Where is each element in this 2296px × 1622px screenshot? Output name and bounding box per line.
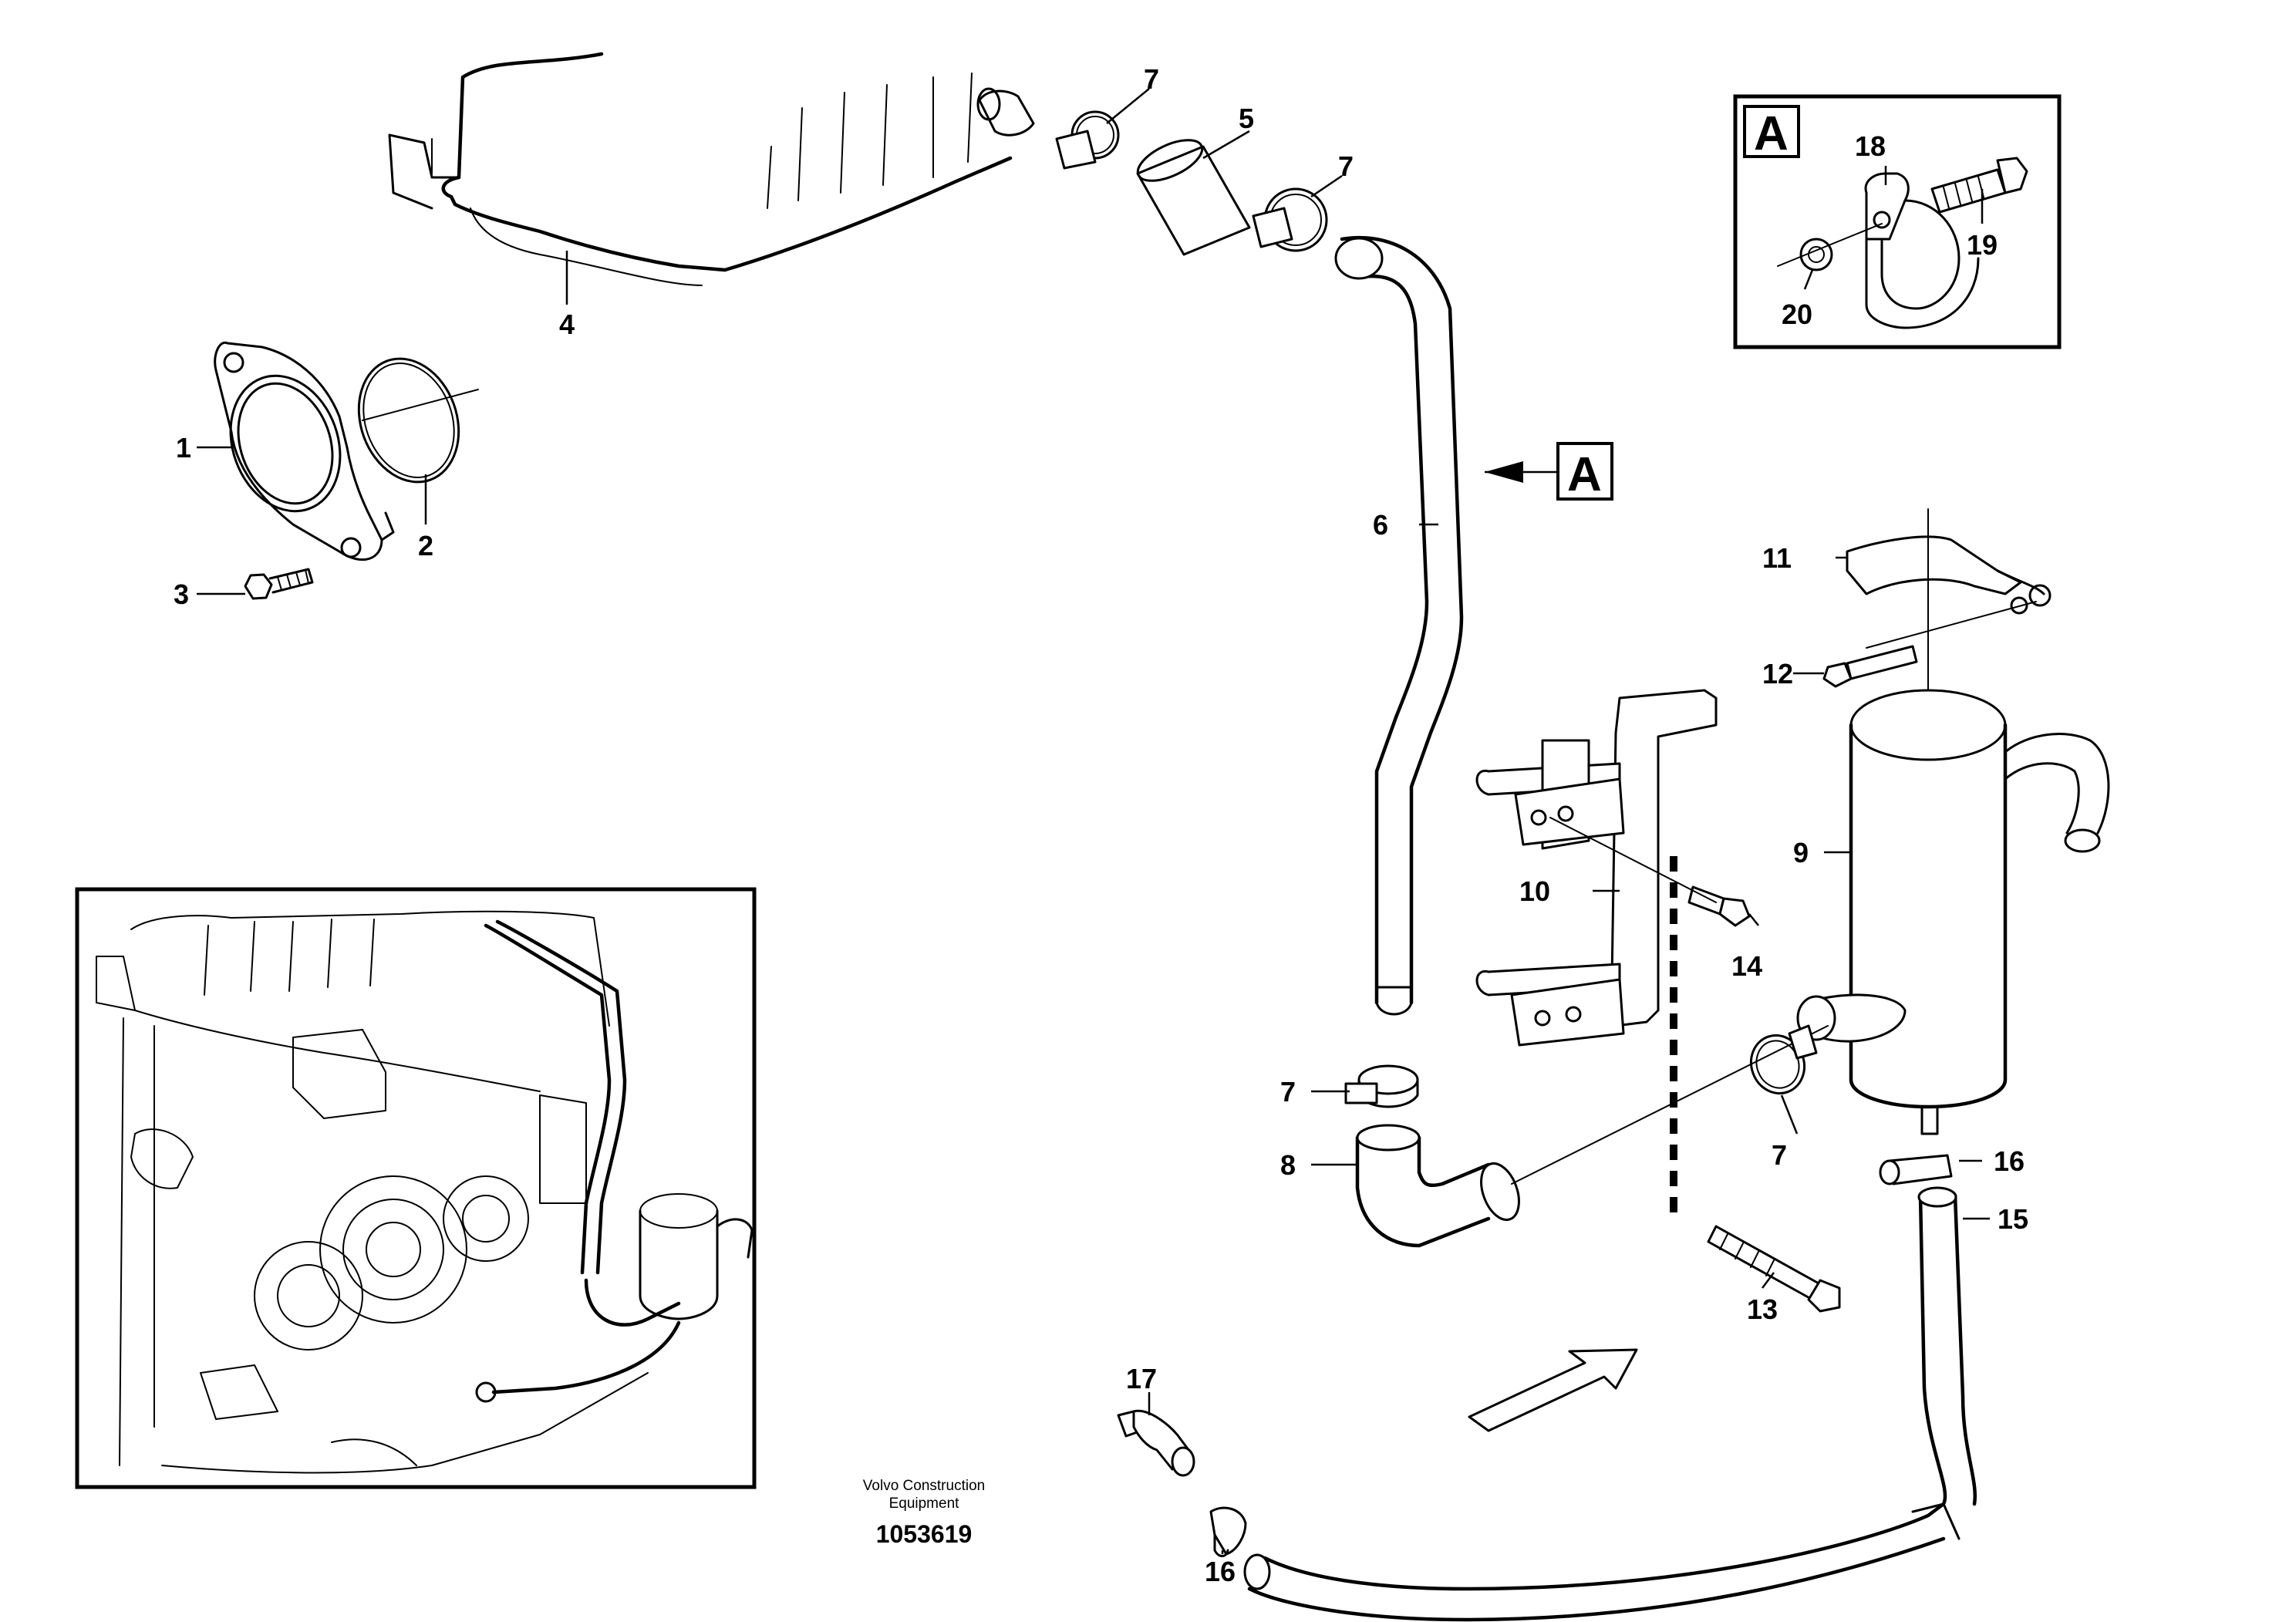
detail-view-a [1733,94,2062,349]
hose-clamp-upper-right [1252,187,1328,252]
bracket-part-10 [1475,689,1718,1219]
document-number: 1053619 [876,1520,973,1548]
bolt-part-12 [1822,601,2037,688]
flange-part-1 [214,341,395,561]
view-a-marker [1485,442,1613,501]
pipe-stub [976,87,1035,137]
callout-9: 9 [1793,837,1809,868]
bolt-part-14 [1549,817,1751,927]
caption-block: Volvo Construction Equipment 1053619 [863,1478,985,1548]
direction-arrow [1468,1348,1638,1432]
callout-16-right: 16 [1994,1145,2025,1177]
callout-15: 15 [1998,1203,2028,1235]
bolt-part-3 [244,568,314,600]
detail-view-letter: A [1754,107,1789,160]
bolt-part-19 [1930,157,2028,214]
seal-ring-part-2 [357,357,479,484]
bolt-part-13 [1707,1225,1841,1313]
callout-18: 18 [1855,130,1886,162]
strap-part-11 [1846,508,2052,710]
hose-clamp-upper-left [1055,110,1120,170]
callout-2: 2 [418,530,433,561]
callout-16-bottom: 16 [1205,1556,1236,1587]
hose-clamp-lower-right [1750,1024,1818,1095]
callout-20: 20 [1782,298,1812,330]
oil-separator-part-9 [1796,689,2110,1135]
hose-part-15 [1243,1186,1977,1622]
hose-part-6 [1334,235,1464,1016]
callout-7-top-right: 7 [1338,150,1354,182]
leader-lines [197,88,1990,1554]
connector-part-17 [1117,1409,1195,1477]
fitting-part-16-upper [1879,1154,1953,1185]
view-a-marker-letter: A [1567,448,1602,501]
callout-3: 3 [174,578,189,610]
callout-1: 1 [176,432,191,464]
callout-12: 12 [1762,658,1793,690]
callout-6: 6 [1373,509,1388,541]
valve-cover-part-4 [388,52,1013,286]
caption-line-1: Volvo Construction [863,1478,985,1494]
callout-7-lower-left: 7 [1280,1076,1296,1108]
elbow-hose-part-8 [1355,1025,1829,1248]
engine-overview-inset [75,887,757,1489]
callout-13: 13 [1747,1293,1778,1325]
callout-11: 11 [1762,542,1792,574]
callout-7-lower-right: 7 [1772,1139,1787,1171]
callout-7-top-left: 7 [1144,63,1159,95]
callout-10: 10 [1519,875,1550,907]
callout-8: 8 [1280,1149,1296,1181]
hose-clamp-lower-left [1344,1064,1419,1108]
callout-labels: 1 2 3 4 7 5 7 6 A A 18 19 20 11 12 9 10 … [174,63,2028,1587]
callout-4: 4 [559,309,575,340]
callout-14: 14 [1731,950,1762,982]
nut-part-20 [1777,223,1883,271]
fitting-part-16-lower [1209,1506,1247,1557]
caption-line-2: Equipment [889,1496,960,1512]
callout-19: 19 [1967,229,1998,261]
callout-17: 17 [1126,1363,1157,1394]
bracket-clamp-part-18 [1864,172,1980,329]
callout-5: 5 [1239,103,1254,134]
hose-part-5 [1136,139,1251,256]
